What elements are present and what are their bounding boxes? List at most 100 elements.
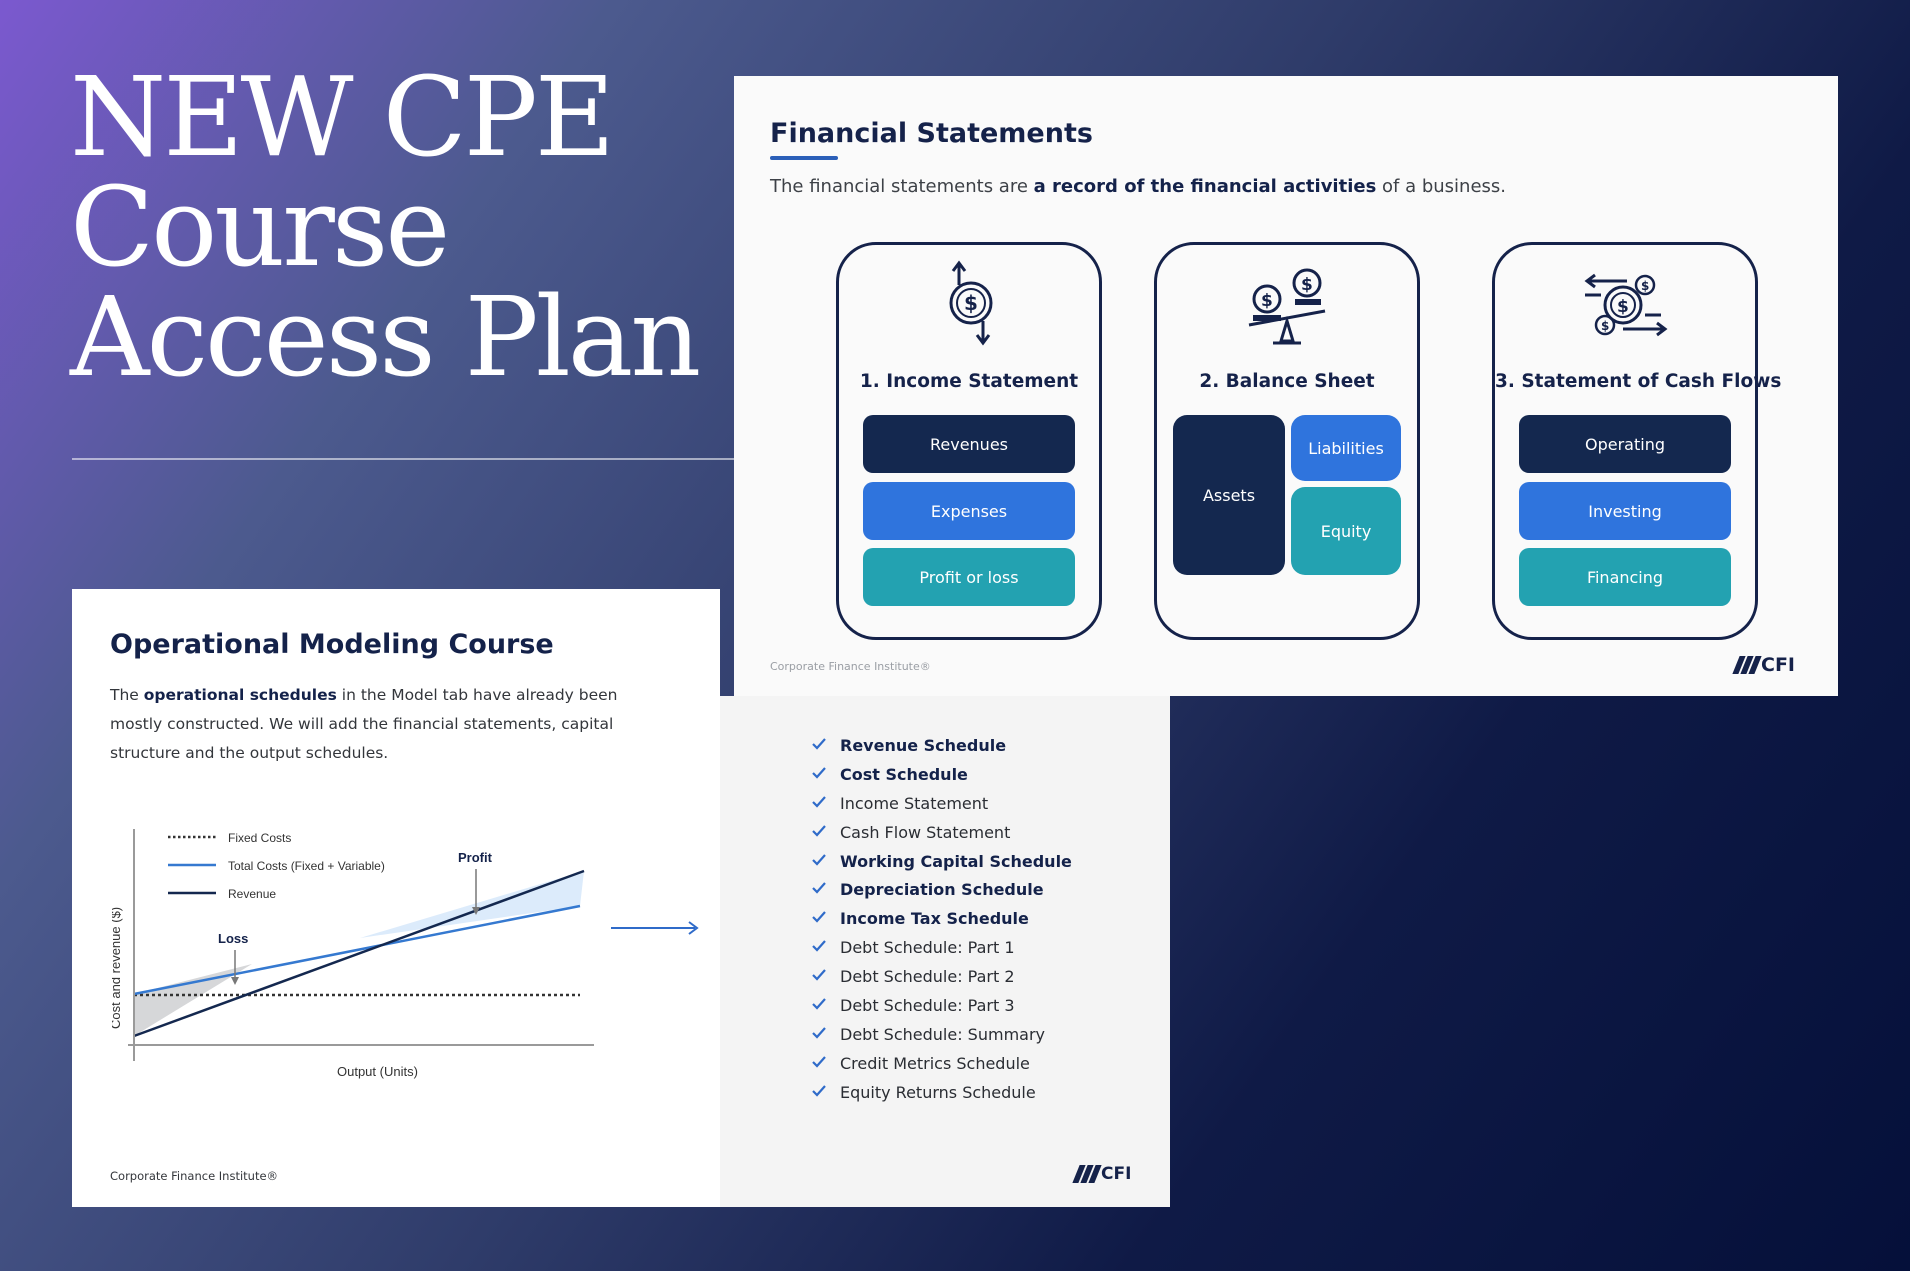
cash-flows-card: $ $ $ 3. Statement of Cash Flows Operati… bbox=[1492, 242, 1782, 640]
checklist-item: Revenue Schedule bbox=[812, 736, 1072, 765]
checklist-item: Working Capital Schedule bbox=[812, 852, 1072, 881]
svg-text:$: $ bbox=[1617, 297, 1629, 317]
loss-pointer-head bbox=[231, 977, 239, 985]
operational-slide-footer: Corporate Finance Institute® bbox=[110, 1169, 279, 1183]
check-icon bbox=[812, 1056, 826, 1068]
check-icon bbox=[812, 853, 826, 866]
legend-revenue: Revenue bbox=[228, 887, 276, 901]
y-axis-label: Cost and revenue ($) bbox=[112, 907, 123, 1029]
svg-text:$: $ bbox=[964, 291, 978, 315]
checklist-item-label: Income Tax Schedule bbox=[840, 909, 1029, 929]
checklist-item-label: Debt Schedule: Part 2 bbox=[840, 967, 1015, 987]
cfi-logo-text: CFI bbox=[1761, 654, 1795, 676]
balance-scale-dollar-icon: $ $ bbox=[1248, 268, 1326, 345]
svg-text:$: $ bbox=[1261, 291, 1273, 311]
operational-slide: Operational Modeling Course The operatio… bbox=[72, 589, 720, 1207]
body-text-pre: The bbox=[110, 686, 144, 704]
investing-box: Investing bbox=[1519, 482, 1731, 540]
title-underline bbox=[770, 156, 838, 160]
expenses-box: Expenses bbox=[863, 482, 1075, 540]
cash-flows-title: 3. Statement of Cash Flows bbox=[1495, 371, 1782, 392]
cfi-logo-mark-icon bbox=[1732, 656, 1762, 674]
check-icon bbox=[812, 796, 826, 808]
profit-or-loss-box: Profit or loss bbox=[863, 548, 1075, 606]
checklist-item: Income Statement bbox=[812, 794, 1072, 823]
breakeven-chart: Fixed Costs Total Costs (Fixed + Variabl… bbox=[112, 829, 594, 1079]
income-statement-title: 1. Income Statement bbox=[859, 371, 1079, 392]
financial-statements-slide: Financial Statements The financial state… bbox=[734, 76, 1838, 696]
liabilities-box: Liabilities bbox=[1291, 415, 1401, 481]
check-icon bbox=[812, 882, 826, 895]
checklist-item-label: Cost Schedule bbox=[840, 764, 968, 784]
operational-slide-body: The operational schedules in the Model t… bbox=[110, 681, 670, 768]
checklist-item: Depreciation Schedule bbox=[812, 880, 1072, 909]
hero-title-line-2: Course bbox=[70, 163, 450, 291]
hero-title: NEW CPE Course Access Plan bbox=[70, 62, 710, 392]
financial-statements-title: Financial Statements bbox=[770, 118, 1093, 149]
assets-box: Assets bbox=[1173, 415, 1285, 575]
profit-pointer-head bbox=[472, 907, 480, 915]
hero-divider bbox=[72, 458, 734, 460]
arrow-right-icon bbox=[611, 921, 699, 935]
checklist-item-label: Debt Schedule: Part 3 bbox=[840, 996, 1015, 1016]
balance-sheet-card: $ $ 2. Balance Sheet Assets Liabilities … bbox=[1154, 242, 1420, 640]
checklist-item: Cash Flow Statement bbox=[812, 823, 1072, 852]
checklist-item: Income Tax Schedule bbox=[812, 909, 1072, 938]
body-text-post: in the Model tab have already been mostl… bbox=[110, 686, 618, 762]
financing-box: Financing bbox=[1519, 548, 1731, 606]
checklist-item: Debt Schedule: Part 1 bbox=[812, 938, 1072, 967]
check-icon bbox=[812, 998, 826, 1010]
svg-text:$: $ bbox=[1301, 275, 1313, 295]
balance-sheet-title: 2. Balance Sheet bbox=[1199, 371, 1375, 392]
schedule-checklist: Revenue Schedule Cost Schedule Income St… bbox=[812, 736, 1072, 1112]
cfi-logo-text: CFI bbox=[1101, 1164, 1132, 1184]
cfi-logo-mark-icon bbox=[1072, 1165, 1102, 1183]
check-icon bbox=[812, 824, 826, 837]
loss-label: Loss bbox=[218, 931, 248, 946]
revenues-box: Revenues bbox=[863, 415, 1075, 473]
check-icon bbox=[812, 1084, 826, 1097]
svg-text:$: $ bbox=[1641, 279, 1649, 293]
operational-slide-title: Operational Modeling Course bbox=[110, 629, 554, 660]
checklist-item-label: Cash Flow Statement bbox=[840, 822, 1011, 842]
check-icon bbox=[812, 940, 826, 952]
x-axis-label: Output (Units) bbox=[337, 1064, 418, 1079]
check-icon bbox=[812, 767, 826, 779]
checklist-item-label: Equity Returns Schedule bbox=[840, 1082, 1036, 1102]
hero-title-line-1: NEW CPE bbox=[70, 53, 615, 181]
checklist-item: Debt Schedule: Part 3 bbox=[812, 996, 1072, 1025]
check-icon bbox=[812, 1027, 826, 1039]
subtitle-bold: a record of the financial activities bbox=[1033, 176, 1377, 197]
revenue-line bbox=[133, 869, 585, 1038]
checklist-item: Debt Schedule: Summary bbox=[812, 1025, 1072, 1054]
cfi-logo: CFI bbox=[1072, 1164, 1132, 1184]
cfi-logo: CFI bbox=[1732, 654, 1795, 676]
check-icon bbox=[812, 738, 826, 750]
body-text-bold: operational schedules bbox=[143, 686, 337, 704]
subtitle-pre: The financial statements are bbox=[770, 176, 1034, 197]
legend-total-costs: Total Costs (Fixed + Variable) bbox=[228, 859, 385, 873]
profit-area bbox=[360, 871, 584, 938]
total-costs-line bbox=[133, 904, 581, 996]
check-icon bbox=[812, 911, 826, 923]
svg-text:$: $ bbox=[1601, 319, 1609, 333]
legend-fixed-costs: Fixed Costs bbox=[228, 831, 291, 845]
profit-label: Profit bbox=[458, 850, 493, 865]
hero-title-line-3: Access Plan bbox=[70, 273, 701, 401]
checklist-item: Debt Schedule: Part 2 bbox=[812, 967, 1072, 996]
equity-box: Equity bbox=[1291, 487, 1401, 575]
subtitle-post: of a business. bbox=[1376, 176, 1507, 197]
check-icon bbox=[812, 969, 826, 981]
operational-slide-checklist-panel: CFI bbox=[720, 696, 1170, 1207]
checklist-item: Cost Schedule bbox=[812, 765, 1072, 794]
income-statement-card: $ 1. Income Statement Revenues Expenses … bbox=[836, 242, 1102, 640]
financial-statements-footer: Corporate Finance Institute® bbox=[770, 660, 931, 673]
cash-flow-arrows-icon: $ $ $ bbox=[1584, 273, 1668, 337]
checklist-item-label: Debt Schedule: Part 1 bbox=[840, 938, 1015, 958]
checklist-item-label: Credit Metrics Schedule bbox=[840, 1053, 1030, 1073]
operating-box: Operating bbox=[1519, 415, 1731, 473]
checklist-item-label: Income Statement bbox=[840, 793, 989, 813]
financial-statements-subtitle: The financial statements are a record of… bbox=[770, 176, 1506, 197]
checklist-item-label: Working Capital Schedule bbox=[840, 851, 1072, 871]
checklist-item-label: Revenue Schedule bbox=[840, 736, 1007, 755]
